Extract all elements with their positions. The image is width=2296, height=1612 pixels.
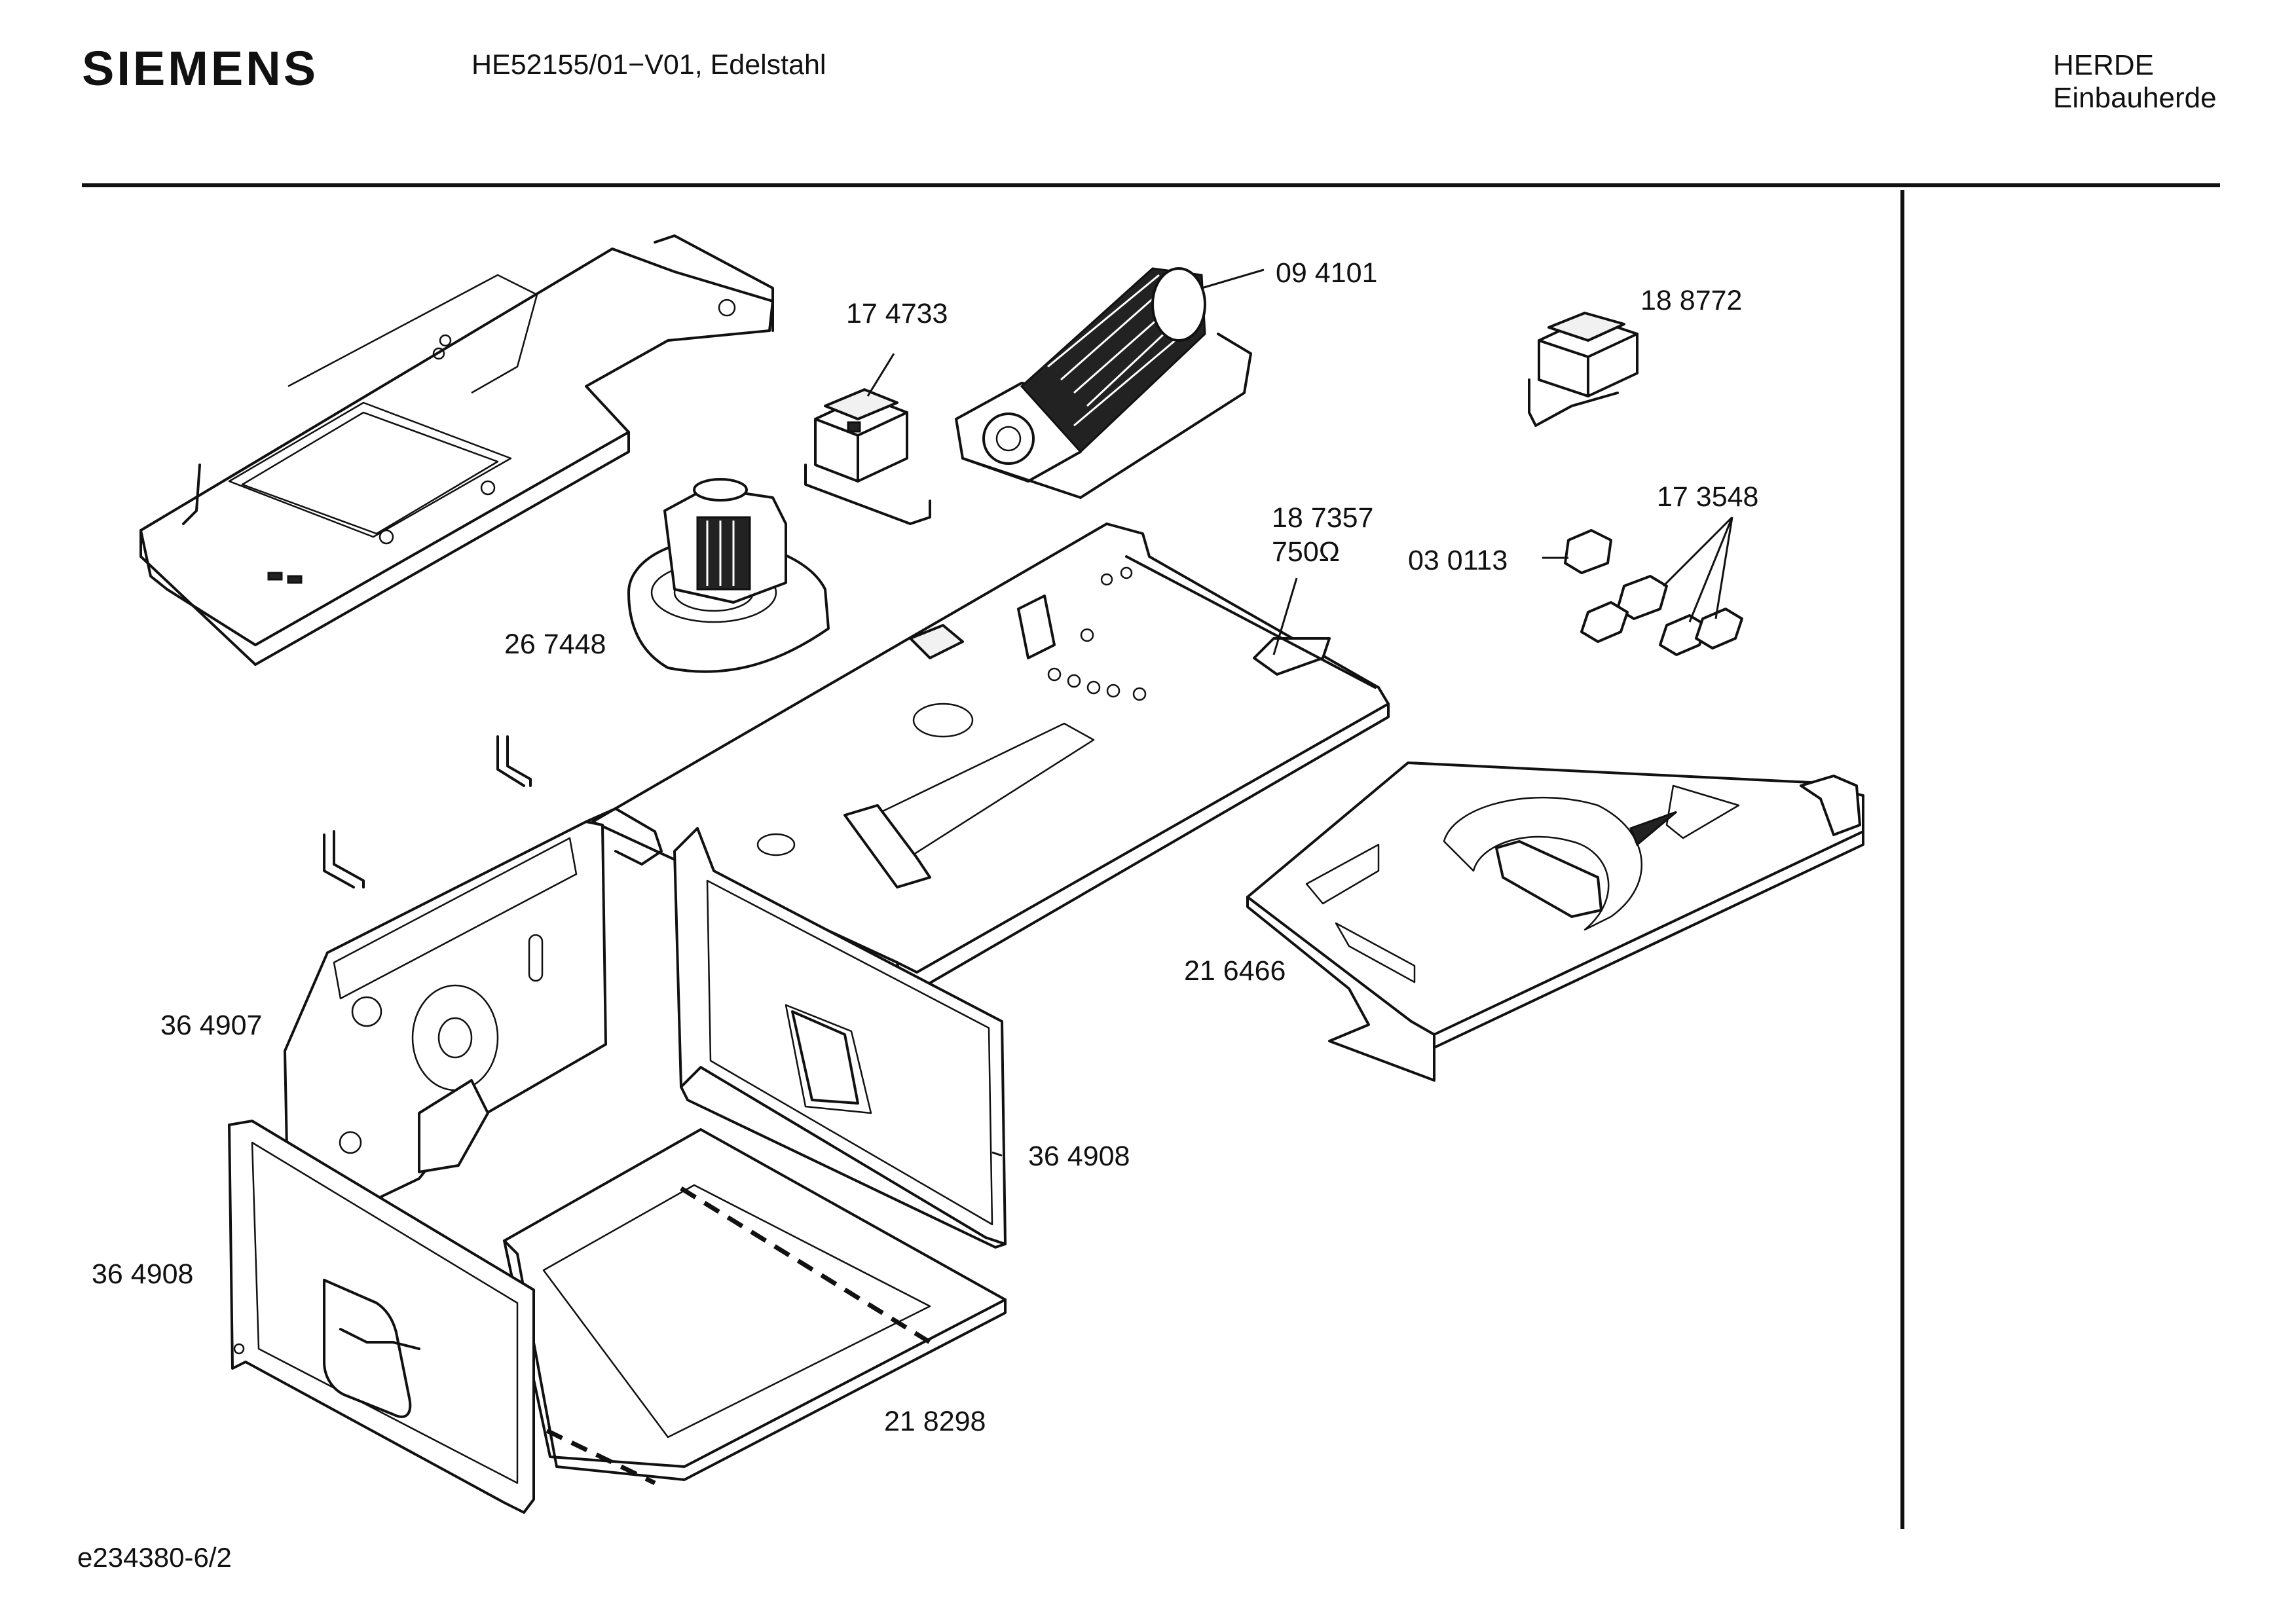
oven-floor-218298	[503, 1128, 1007, 1486]
bottom-tray-216466	[1246, 761, 1864, 1082]
part-label-364907: 36 4907	[160, 1010, 263, 1041]
part-label-173548: 17 3548	[1657, 481, 1759, 513]
product-category: HERDE	[2053, 49, 2155, 81]
part-label-364908-front: 36 4908	[92, 1258, 194, 1290]
switches-173548	[1542, 516, 1743, 656]
product-subcategory: Einbauherde	[2053, 82, 2217, 114]
top-panel	[591, 522, 1390, 990]
transformer-174733	[804, 353, 931, 525]
part-label-188772: 18 8772	[1640, 285, 1743, 316]
brand-logo: SIEMENS	[82, 41, 319, 96]
part-label-218298: 21 8298	[884, 1406, 986, 1437]
tangential-fan-094101	[955, 267, 1265, 499]
top-frame-bracket	[139, 234, 774, 666]
transformer-188772	[1528, 312, 1639, 427]
drawing-id: e234380-6/2	[77, 1542, 232, 1573]
small-bracket-b	[323, 830, 365, 888]
part-label-094101: 09 4101	[1276, 257, 1378, 289]
part-label-resistor-value: 750Ω	[1272, 536, 1340, 568]
model-number: HE52155/01−V01, Edelstahl	[472, 49, 826, 81]
blower-motor-267448	[627, 478, 830, 673]
part-label-267448: 26 7448	[504, 629, 606, 660]
part-label-030113: 03 0113	[1408, 545, 1508, 576]
part-label-174733: 17 4733	[846, 298, 948, 329]
side-wall-left-364907	[284, 807, 663, 1216]
small-bracket-a	[496, 735, 532, 787]
part-label-216466: 21 6466	[1184, 955, 1286, 987]
side-wall-right-364908	[673, 827, 1007, 1249]
part-label-187357: 18 7357	[1272, 502, 1374, 534]
part-label-364908-right: 36 4908	[1028, 1141, 1130, 1172]
front-wall-364908	[228, 1120, 535, 1514]
